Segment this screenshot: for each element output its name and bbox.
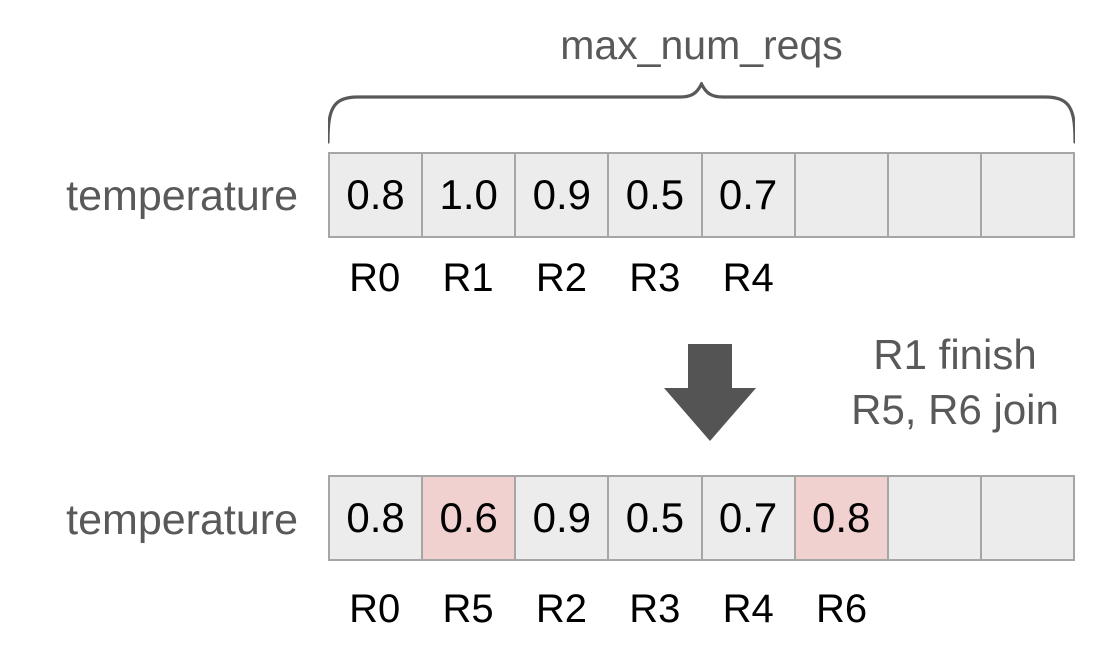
array-cell-highlighted: 0.8 [795,477,889,559]
request-label: R2 [535,587,587,631]
request-labels-before: R0 R1 R2 R3 R4 [328,254,1075,302]
array-cell: 0.7 [702,477,796,559]
request-label-empty [888,585,981,633]
request-label: R2 [535,256,587,300]
array-cell-empty [981,154,1073,236]
request-label-empty [982,254,1075,302]
request-label: R1 [442,256,494,300]
request-label: R0 [349,256,401,300]
brace-icon [328,82,1075,144]
temperature-array-before: 0.8 1.0 0.9 0.5 0.7 [328,152,1075,238]
request-labels-after: R0 R5 R2 R3 R4 R6 [328,585,1075,633]
array-cell-empty [981,477,1073,559]
max-num-reqs-label: max_num_reqs [560,22,843,68]
array-cell-empty [795,154,889,236]
array-cell: 0.7 [702,154,796,236]
request-label: R3 [629,587,681,631]
request-label: R4 [722,587,774,631]
request-label: R4 [722,256,774,300]
array-cell: 1.0 [423,154,517,236]
temperature-array-after: 0.8 0.6 0.9 0.5 0.7 0.8 [328,475,1075,561]
request-label-empty [888,254,981,302]
temperature-label-before: temperature [66,172,298,220]
array-cell: 0.5 [609,154,703,236]
array-cell-empty [888,154,982,236]
request-label-empty [795,254,888,302]
array-cell-highlighted: 0.6 [423,477,517,559]
request-label: R3 [629,256,681,300]
request-label-empty [982,585,1075,633]
transition-note-line1: R1 finish [873,331,1037,378]
array-cell: 0.8 [330,154,424,236]
request-label: R6 [815,587,868,631]
down-arrow-icon [664,344,756,441]
array-cell: 0.9 [516,477,610,559]
request-label: R5 [442,587,494,631]
transition-note: R1 finish R5, R6 join [800,327,1110,437]
array-cell: 0.5 [609,477,703,559]
transition-note-line2: R5, R6 join [851,386,1059,433]
temperature-label-after: temperature [66,496,298,544]
request-label: R0 [349,587,401,631]
array-cell: 0.8 [330,477,424,559]
array-cell: 0.9 [516,154,610,236]
array-cell-empty [888,477,982,559]
